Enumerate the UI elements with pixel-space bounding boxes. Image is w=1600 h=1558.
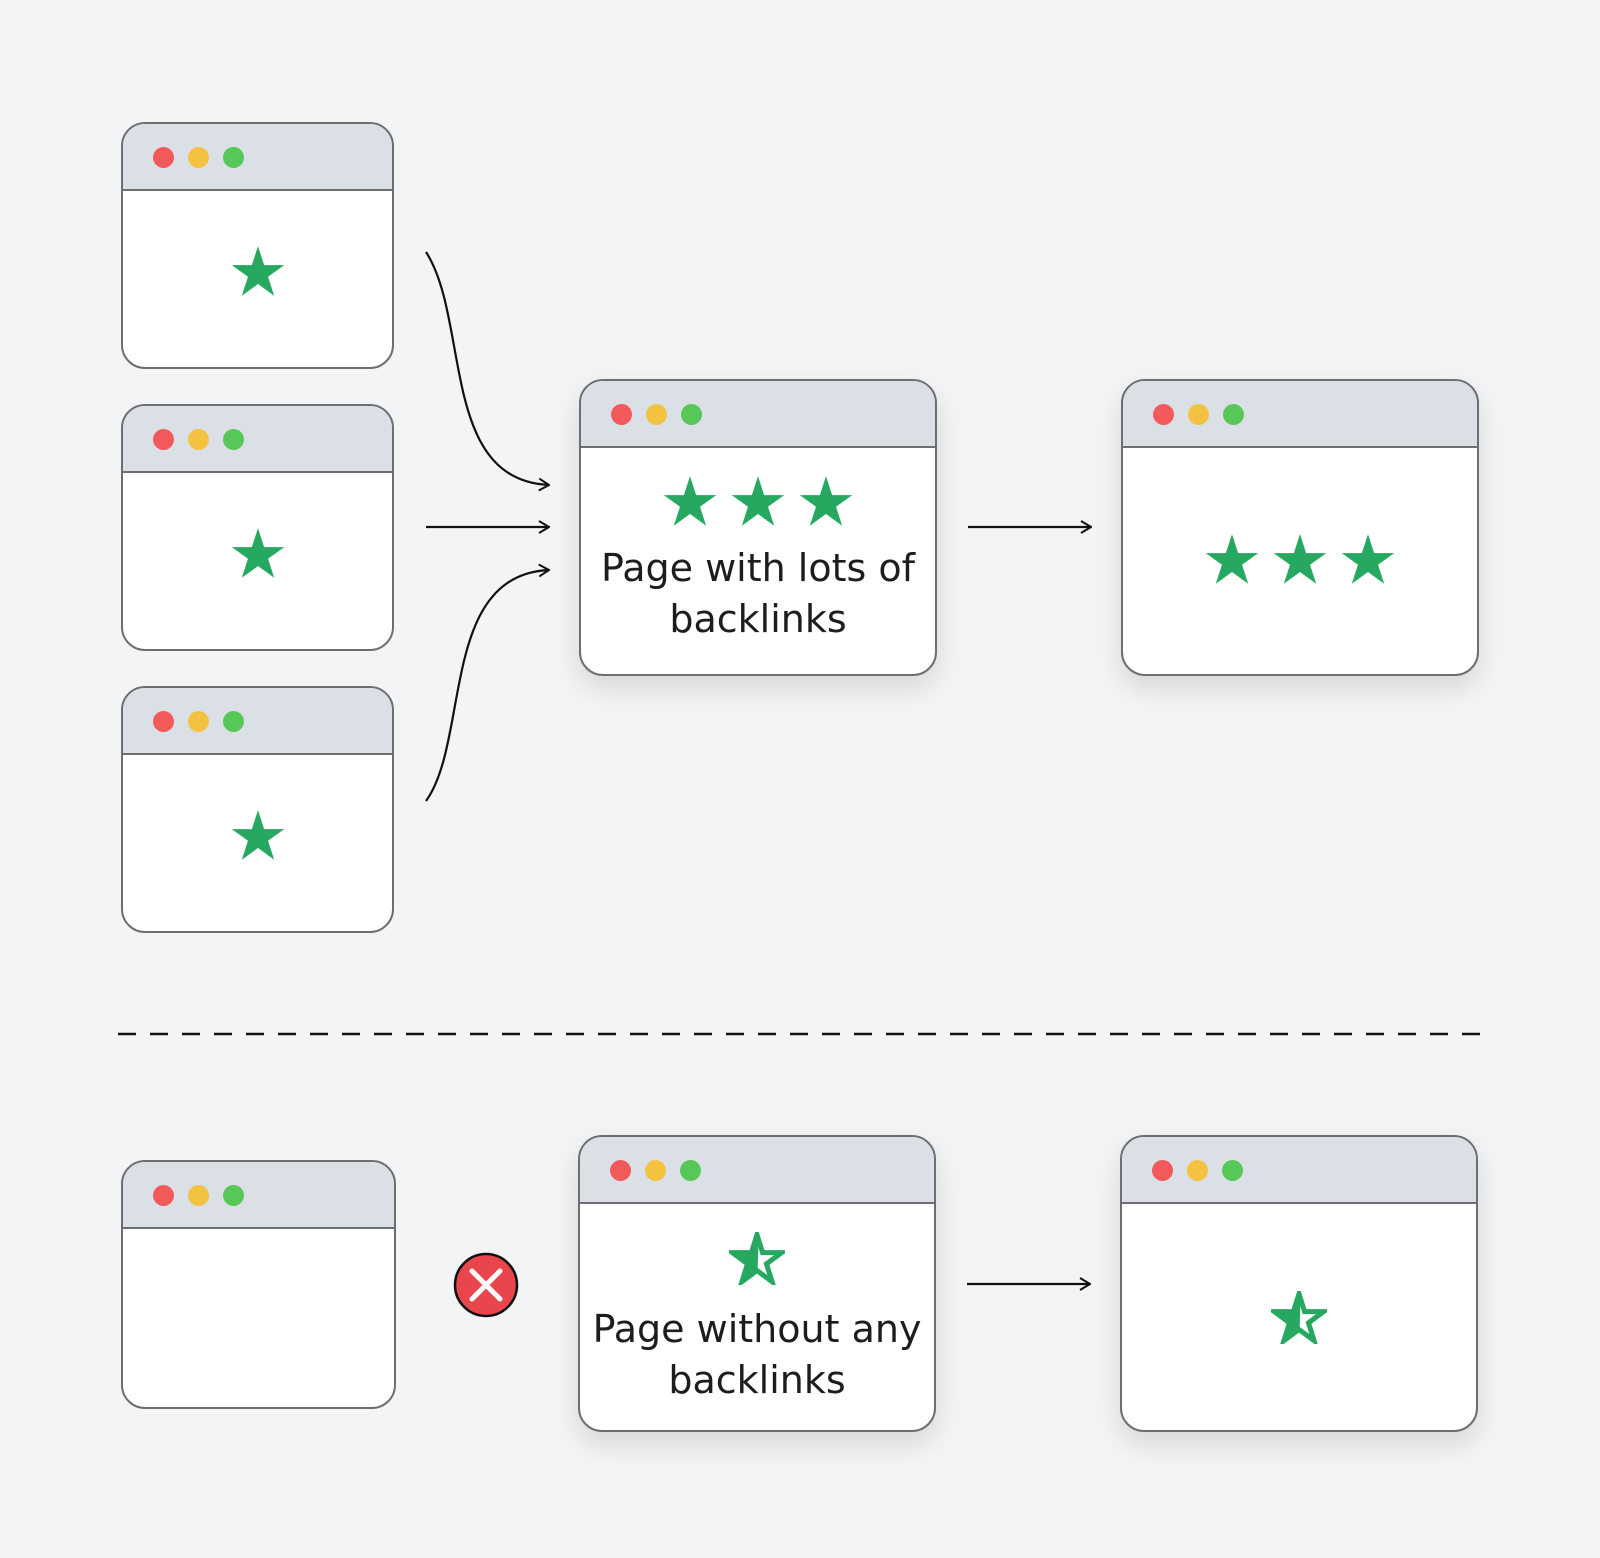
caption-line-2: backlinks [669,597,847,641]
minimize-dot-icon [1188,404,1209,425]
result-page-bottom [1120,1135,1478,1432]
star-rating [1123,533,1477,586]
window-body [1122,1205,1476,1430]
star-icon [230,809,286,862]
window-body [123,1230,394,1407]
titlebar [123,1162,394,1229]
maximize-dot-icon [223,711,244,732]
titlebar [1123,381,1477,448]
star-icon [230,245,286,298]
star-icon [1204,533,1260,586]
x-circle-icon [453,1252,519,1318]
maximize-dot-icon [680,1160,701,1181]
close-dot-icon [1153,404,1174,425]
caption-line-1: Page with lots of [601,546,915,590]
star-icon [798,475,854,528]
window-body: Page with lots of backlinks [581,449,935,674]
page-caption: Page without any backlinks [580,1304,934,1406]
source-page-2 [121,404,394,651]
window-body: Page without any backlinks [580,1205,934,1430]
partial-star-icon [1271,1291,1327,1344]
partial-star-icon [729,1232,785,1285]
window-body [123,756,392,931]
result-page-top [1121,379,1479,676]
titlebar [123,406,392,473]
curved-arrow-bottom [425,570,549,802]
maximize-dot-icon [1222,1160,1243,1181]
close-dot-icon [153,1185,174,1206]
star-icon [230,527,286,580]
close-dot-icon [153,429,174,450]
window-body [123,474,392,649]
minimize-dot-icon [646,404,667,425]
close-dot-icon [1152,1160,1173,1181]
titlebar [581,381,935,448]
source-page-1 [121,122,394,369]
curved-arrow-top [425,251,549,485]
maximize-dot-icon [223,429,244,450]
minimize-dot-icon [188,711,209,732]
minimize-dot-icon [1187,1160,1208,1181]
maximize-dot-icon [223,147,244,168]
maximize-dot-icon [681,404,702,425]
source-page-empty [121,1160,396,1409]
minimize-dot-icon [645,1160,666,1181]
minimize-dot-icon [188,1185,209,1206]
titlebar [580,1137,934,1204]
minimize-dot-icon [188,147,209,168]
star-rating [1122,1291,1476,1344]
page-caption: Page with lots of backlinks [581,543,935,645]
maximize-dot-icon [223,1185,244,1206]
star-rating [580,1232,934,1285]
close-dot-icon [153,711,174,732]
close-dot-icon [153,147,174,168]
page-with-backlinks: Page with lots of backlinks [579,379,937,676]
source-page-3 [121,686,394,933]
star-icon [730,475,786,528]
window-body [1123,449,1477,674]
maximize-dot-icon [1223,404,1244,425]
window-body [123,192,392,367]
minimize-dot-icon [188,429,209,450]
caption-line-2: backlinks [668,1358,846,1402]
page-without-backlinks: Page without any backlinks [578,1135,936,1432]
close-dot-icon [611,404,632,425]
close-dot-icon [610,1160,631,1181]
titlebar [123,688,392,755]
star-rating [581,475,935,528]
titlebar [123,124,392,191]
star-icon [662,475,718,528]
caption-line-1: Page without any [592,1307,922,1351]
star-icon [1272,533,1328,586]
star-icon [1340,533,1396,586]
titlebar [1122,1137,1476,1204]
